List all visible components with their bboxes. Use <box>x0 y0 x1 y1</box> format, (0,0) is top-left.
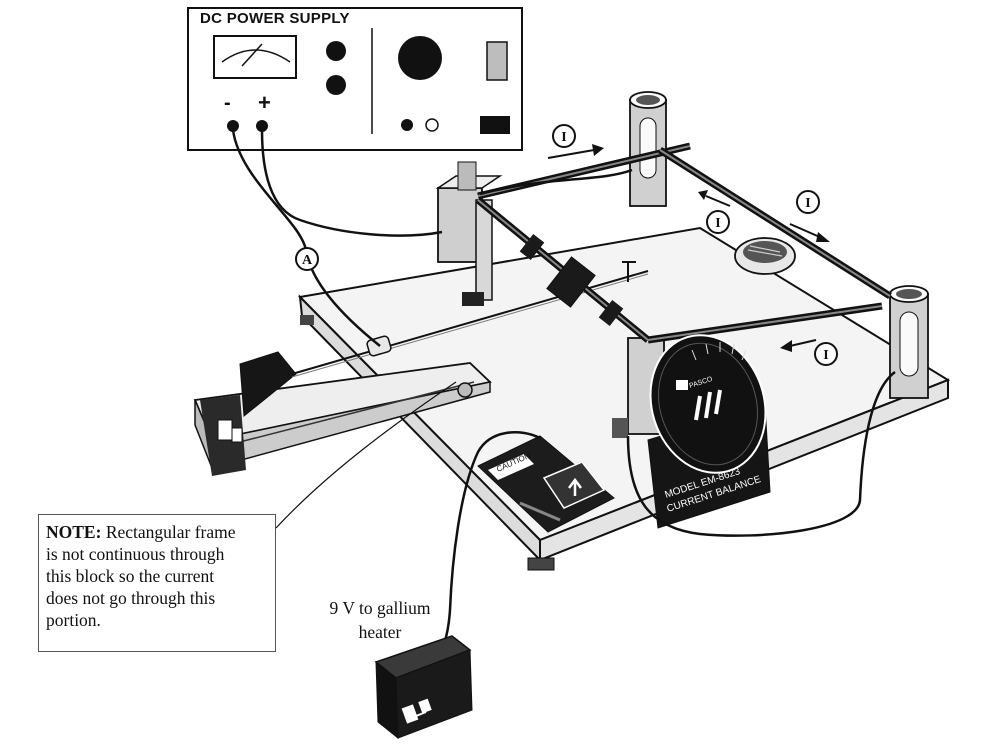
knob-icon <box>326 41 346 61</box>
battery <box>374 635 473 740</box>
pivot-stand <box>435 161 503 306</box>
current-arrow-1: I <box>547 124 604 159</box>
battery-label-line-1: 9 V to gallium <box>329 598 431 618</box>
note-box: NOTE: Rectangular frame is not continuou… <box>38 514 276 652</box>
note-text-2: is not continuous through <box>46 544 225 564</box>
post-front <box>889 285 929 399</box>
current-label: I <box>715 216 720 231</box>
gallium-dish <box>734 237 796 275</box>
note-text-1: Rectangular frame <box>105 522 236 542</box>
caution-plate: CAUTION <box>477 435 615 533</box>
note-heading: NOTE: <box>46 522 102 542</box>
note-text-4: does not go through this <box>46 588 216 608</box>
battery-label-line-2: heater <box>358 622 402 642</box>
current-label: I <box>805 196 810 211</box>
post-back <box>629 91 667 207</box>
current-label: I <box>561 130 566 145</box>
negative-terminal <box>227 120 239 132</box>
note-text-5: portion. <box>46 610 101 630</box>
frame-rods <box>475 142 892 344</box>
battery-label: 9 V to gallium heater <box>310 596 450 644</box>
ammeter-letter: A <box>302 253 313 268</box>
current-arrow-3: I <box>789 190 830 242</box>
slide-rail <box>193 362 492 476</box>
wires <box>231 129 896 667</box>
current-arrow-2: I <box>698 190 731 234</box>
positive-terminal <box>256 120 268 132</box>
power-supply-title: DC POWER SUPPLY <box>200 10 350 27</box>
meter-icon <box>213 35 297 79</box>
switch-icon <box>486 41 508 81</box>
power-supply <box>187 7 523 151</box>
large-knob-icon <box>398 36 442 80</box>
current-arrow-4: I <box>780 339 838 366</box>
positive-terminal-label: + <box>258 90 271 115</box>
note-line-1: NOTE: Rectangular frame <box>46 521 269 543</box>
note-text-3: this block so the current <box>46 566 215 586</box>
arrow-up-icon <box>568 477 582 496</box>
negative-terminal-label: - <box>224 92 231 114</box>
ammeter-symbol: A <box>295 247 319 271</box>
current-balance-dial: PASCO MODEL EM-8623 CURRENT BALANCE <box>647 334 771 529</box>
knob-icon <box>326 75 346 95</box>
current-label: I <box>823 348 828 363</box>
